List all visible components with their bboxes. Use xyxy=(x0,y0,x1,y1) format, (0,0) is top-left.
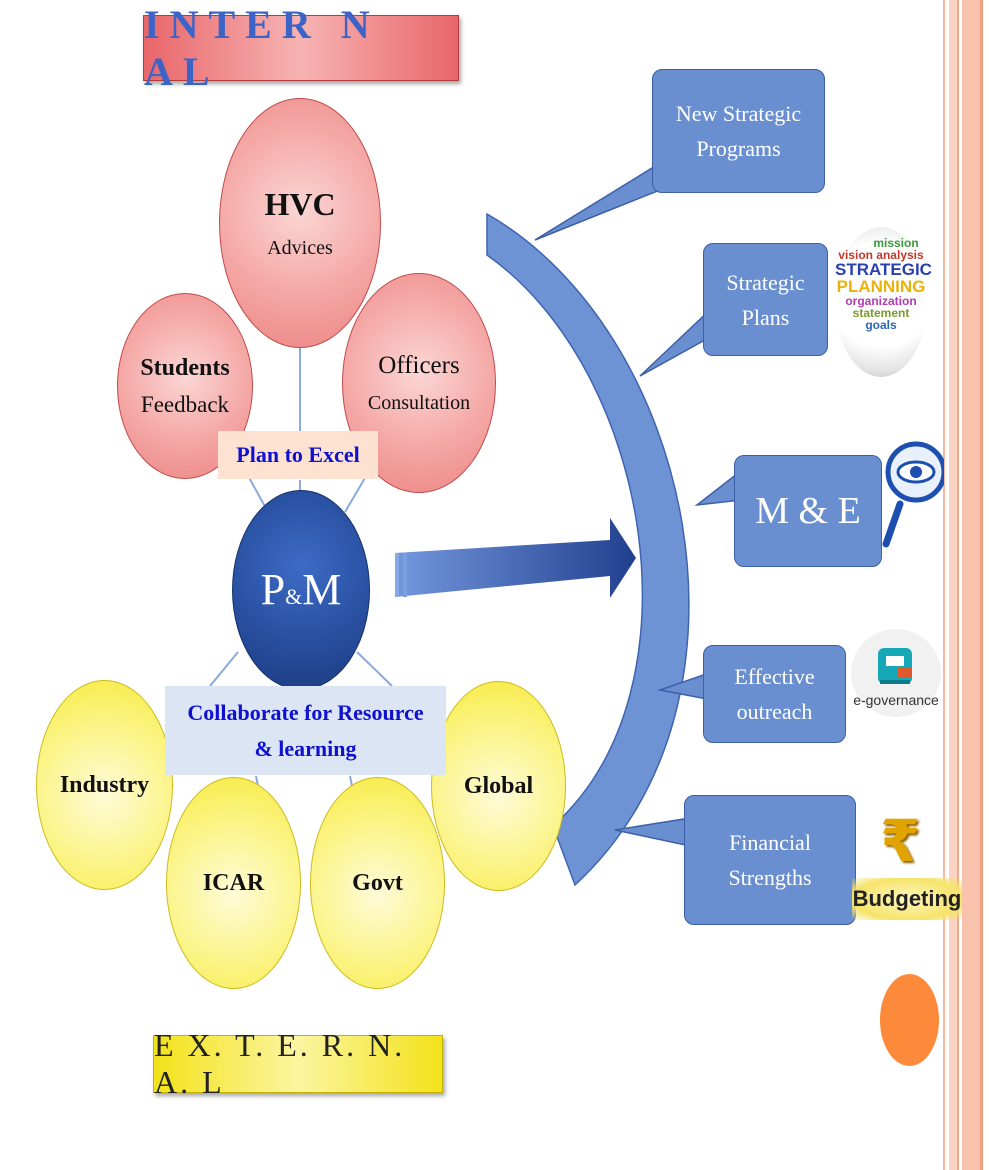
callout-2-line2: Plans xyxy=(741,304,790,330)
external-banner-text: E X. T. E. R. N. A. L xyxy=(154,1027,406,1100)
callout-3-line1: M & E xyxy=(755,489,861,532)
officers-title: Officers xyxy=(378,351,460,379)
sp-word-mission: mission xyxy=(873,236,919,250)
callout-1-line1: New Strategic xyxy=(675,101,802,126)
sp-word-statement: statement xyxy=(852,306,910,320)
budgeting-label: Budgeting xyxy=(852,878,962,920)
sp-word-strategic: STRATEGIC xyxy=(835,260,932,279)
hvc-title: HVC xyxy=(264,186,336,222)
sp-word-vision: vision analysis xyxy=(838,248,924,262)
callout-financial-strengths: Financial Strengths xyxy=(684,795,856,925)
rupee-icon: ₹ xyxy=(880,808,920,874)
egovernance-icon xyxy=(851,629,941,717)
students-node: Students Feedback xyxy=(117,293,253,479)
officers-subtitle: Consultation xyxy=(367,391,471,414)
pm-amp: & xyxy=(285,584,303,609)
flow-arrow xyxy=(395,518,636,598)
outcome-arc xyxy=(486,212,690,887)
global-node: Global xyxy=(431,681,566,891)
callout-m-and-e: M & E xyxy=(734,455,882,567)
pm-label: P&M xyxy=(261,568,342,612)
students-subtitle: Feedback xyxy=(140,391,230,417)
budgeting-text: Budgeting xyxy=(852,886,962,911)
callout-strategic-plans: Strategic Plans xyxy=(703,243,828,356)
pm-p: P xyxy=(260,565,286,614)
students-title: Students xyxy=(140,354,230,381)
sp-word-planning: PLANNING xyxy=(836,277,926,296)
plan-to-excel-label: Plan to Excel xyxy=(218,431,378,479)
rupee-symbol: ₹ xyxy=(880,807,921,875)
internal-banner: INTER N AL xyxy=(143,2,459,94)
magnifier-eye-icon xyxy=(882,441,944,548)
pm-m: M xyxy=(302,565,342,614)
strategic-planning-icon: mission vision analysis STRATEGIC PLANNI… xyxy=(835,227,932,377)
callout-1-line2: Programs xyxy=(696,136,781,161)
hvc-node: HVC Advices xyxy=(219,98,381,348)
icar-node: ICAR xyxy=(166,777,301,989)
callout-5-line1: Financial xyxy=(729,830,811,855)
egovernance-label: e-governance xyxy=(853,692,939,708)
callout-4-line1: Effective xyxy=(734,664,815,689)
collaborate-line1: Collaborate for Resource xyxy=(187,699,424,725)
external-banner: E X. T. E. R. N. A. L xyxy=(153,1027,443,1100)
callout-5-line2: Strengths xyxy=(728,865,812,890)
collaborate-line2: & learning xyxy=(254,735,357,761)
hvc-subtitle: Advices xyxy=(267,237,333,259)
orange-dot xyxy=(880,974,939,1066)
sp-word-organization: organization xyxy=(845,294,917,308)
industry-node: Industry xyxy=(36,680,173,890)
callout-effective-outreach: Effective outreach xyxy=(703,645,846,743)
collaborate-label: Collaborate for Resource & learning xyxy=(165,686,446,775)
icar-label: ICAR xyxy=(202,869,265,896)
global-label: Global xyxy=(463,772,534,799)
callout-new-strategic-programs: New Strategic Programs xyxy=(652,69,825,193)
pm-node: P&M xyxy=(232,490,370,690)
plan-to-excel-text: Plan to Excel xyxy=(236,442,360,467)
internal-banner-text: INTER N AL xyxy=(144,2,380,94)
industry-label: Industry xyxy=(59,771,150,798)
callout-4-line2: outreach xyxy=(736,699,813,724)
sp-word-goals: goals xyxy=(865,318,897,332)
callout-2-line1: Strategic xyxy=(726,269,805,295)
govt-label: Govt xyxy=(352,869,403,896)
govt-node: Govt xyxy=(310,777,445,989)
